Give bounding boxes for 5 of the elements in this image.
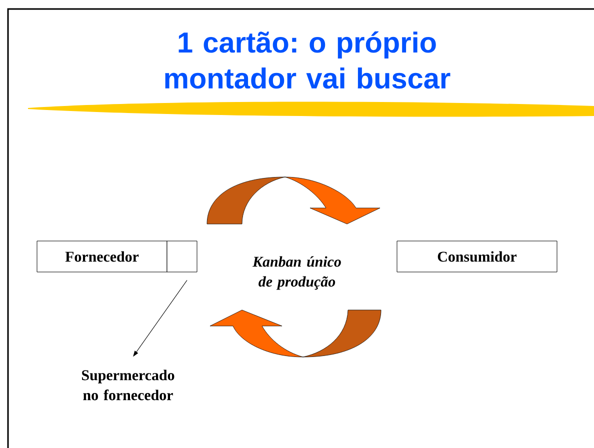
title: 1 cartão: o próprio montador vai buscar <box>165 31 450 89</box>
process-box: Consumidor <box>396 240 558 272</box>
empty-box <box>166 240 198 272</box>
caption-text: Supermercado no fornecedor <box>82 370 174 400</box>
caption-text: Kanban único de produção <box>252 256 341 290</box>
